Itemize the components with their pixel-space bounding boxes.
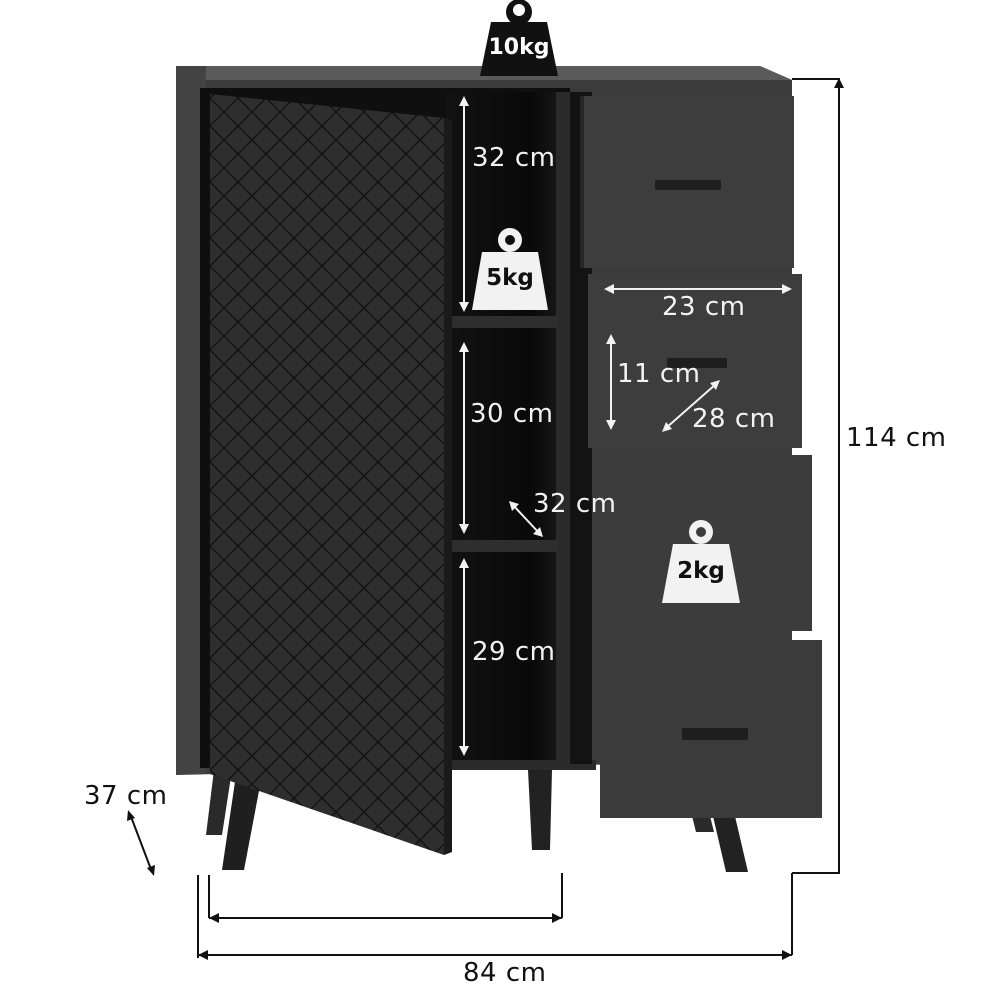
weight-2kg-icon	[662, 520, 740, 603]
drawer-1[interactable]	[580, 96, 794, 268]
drawer-weight-label: 2kg	[677, 558, 725, 584]
drawer-width-label: 23 cm	[662, 292, 746, 322]
inner-dimension-lines	[459, 96, 792, 756]
shelf-depth-label: 32 cm	[533, 489, 617, 519]
weight-10kg-icon	[480, 0, 558, 76]
top-weight-label: 10kg	[488, 35, 550, 60]
drawer-2[interactable]	[588, 274, 802, 448]
shelf-middle-height-label: 30 cm	[470, 399, 554, 429]
shelf-bottom-height-label: 29 cm	[472, 637, 556, 667]
overall-width-label: 84 cm	[463, 958, 547, 988]
overall-height-label: 114 cm	[846, 423, 947, 453]
cabinet-legs	[206, 770, 748, 872]
outer-dimension-lines	[127, 78, 844, 960]
overall-depth-label: 37 cm	[84, 781, 168, 811]
shelf-weight-label: 5kg	[486, 265, 534, 291]
drawer-depth-label: 28 cm	[692, 404, 776, 434]
shelf-top-height-label: 32 cm	[472, 143, 556, 173]
weight-5kg-icon	[472, 228, 548, 310]
drawer-height-label: 11 cm	[617, 359, 701, 389]
cabinet-door[interactable]	[210, 94, 452, 855]
drawer-4[interactable]	[600, 640, 822, 818]
